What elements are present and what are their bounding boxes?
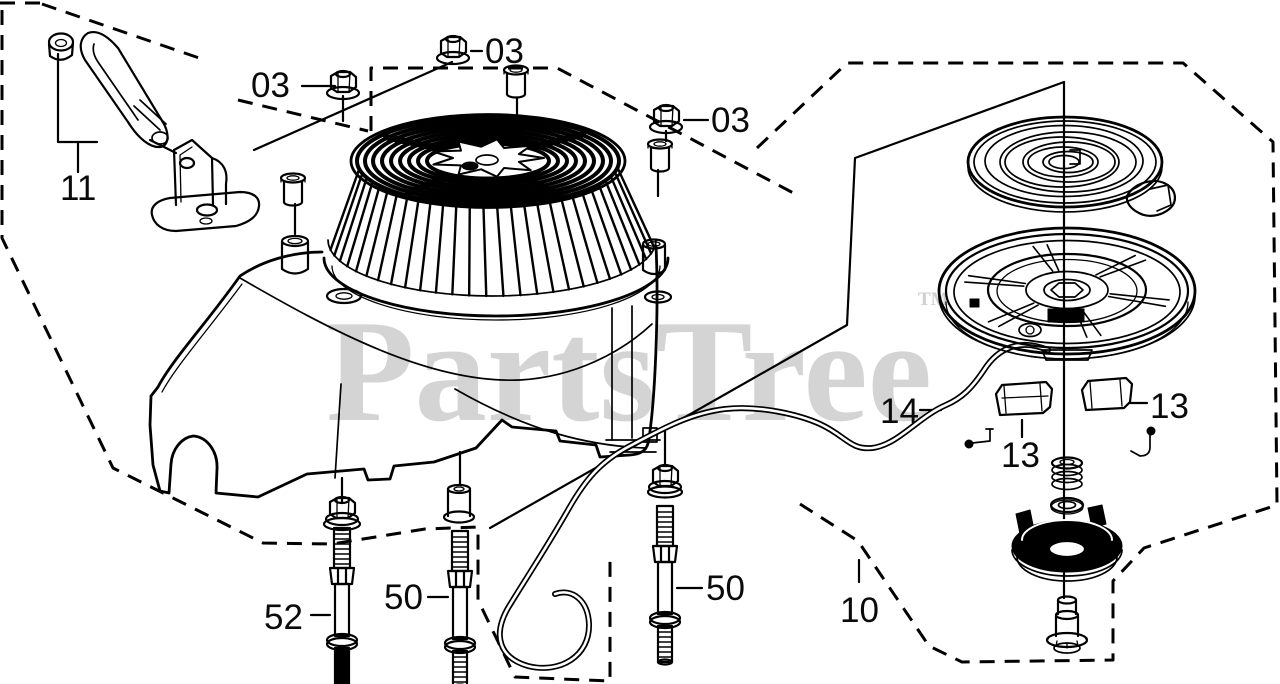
wave-washer xyxy=(1049,496,1085,515)
flange-nut-top xyxy=(435,34,471,66)
recoil-spring xyxy=(966,115,1176,217)
spring-outer-hook xyxy=(1125,179,1176,217)
center-screw xyxy=(1045,595,1089,654)
spacer-left xyxy=(279,172,307,207)
stud-52 xyxy=(322,495,362,684)
pawl-spring-right xyxy=(1130,426,1156,457)
blower-housing xyxy=(148,113,673,499)
flange-nut-right xyxy=(648,103,684,135)
handle-bushing xyxy=(47,32,75,61)
grille-rings xyxy=(355,115,621,207)
callout-50-left: 50 xyxy=(384,578,423,617)
flange-nut-left xyxy=(325,69,361,101)
stud-50-right xyxy=(646,463,684,666)
callout-13-mid: 13 xyxy=(1001,436,1040,475)
starter-rope xyxy=(496,341,1051,671)
starter-pulley xyxy=(937,226,1197,361)
spacer-right xyxy=(646,138,674,173)
callout-dashes xyxy=(300,49,1149,617)
friction-plate xyxy=(1011,504,1123,582)
pawl-left xyxy=(994,380,1054,417)
grille-center-star xyxy=(432,138,545,178)
callout-11: 11 xyxy=(60,169,96,208)
louver-slots xyxy=(329,166,656,298)
starter-handle xyxy=(79,31,169,149)
fan-grille xyxy=(322,113,670,321)
spacer-boss-left xyxy=(280,234,310,275)
mounting-bracket xyxy=(150,138,261,233)
callout-03-left: 03 xyxy=(251,66,290,105)
callout-13-right: 13 xyxy=(1150,387,1189,426)
callout-52: 52 xyxy=(264,598,303,637)
watermark-text: PartsTree xyxy=(326,290,932,452)
spacer-boss-right xyxy=(641,238,667,276)
callout-03-right: 03 xyxy=(711,101,750,140)
pawl-right xyxy=(1080,376,1134,412)
grille-streaks xyxy=(383,118,587,206)
callout-03-top: 03 xyxy=(485,32,524,71)
callout-14: 14 xyxy=(880,392,919,431)
pawl-spring-left xyxy=(964,428,994,449)
pulley-spokes xyxy=(964,244,1170,338)
spring-guide-stack xyxy=(1050,456,1084,491)
stud-50-left xyxy=(442,483,477,684)
callout-50-right: 50 xyxy=(706,569,745,608)
callout-10: 10 xyxy=(840,591,879,630)
